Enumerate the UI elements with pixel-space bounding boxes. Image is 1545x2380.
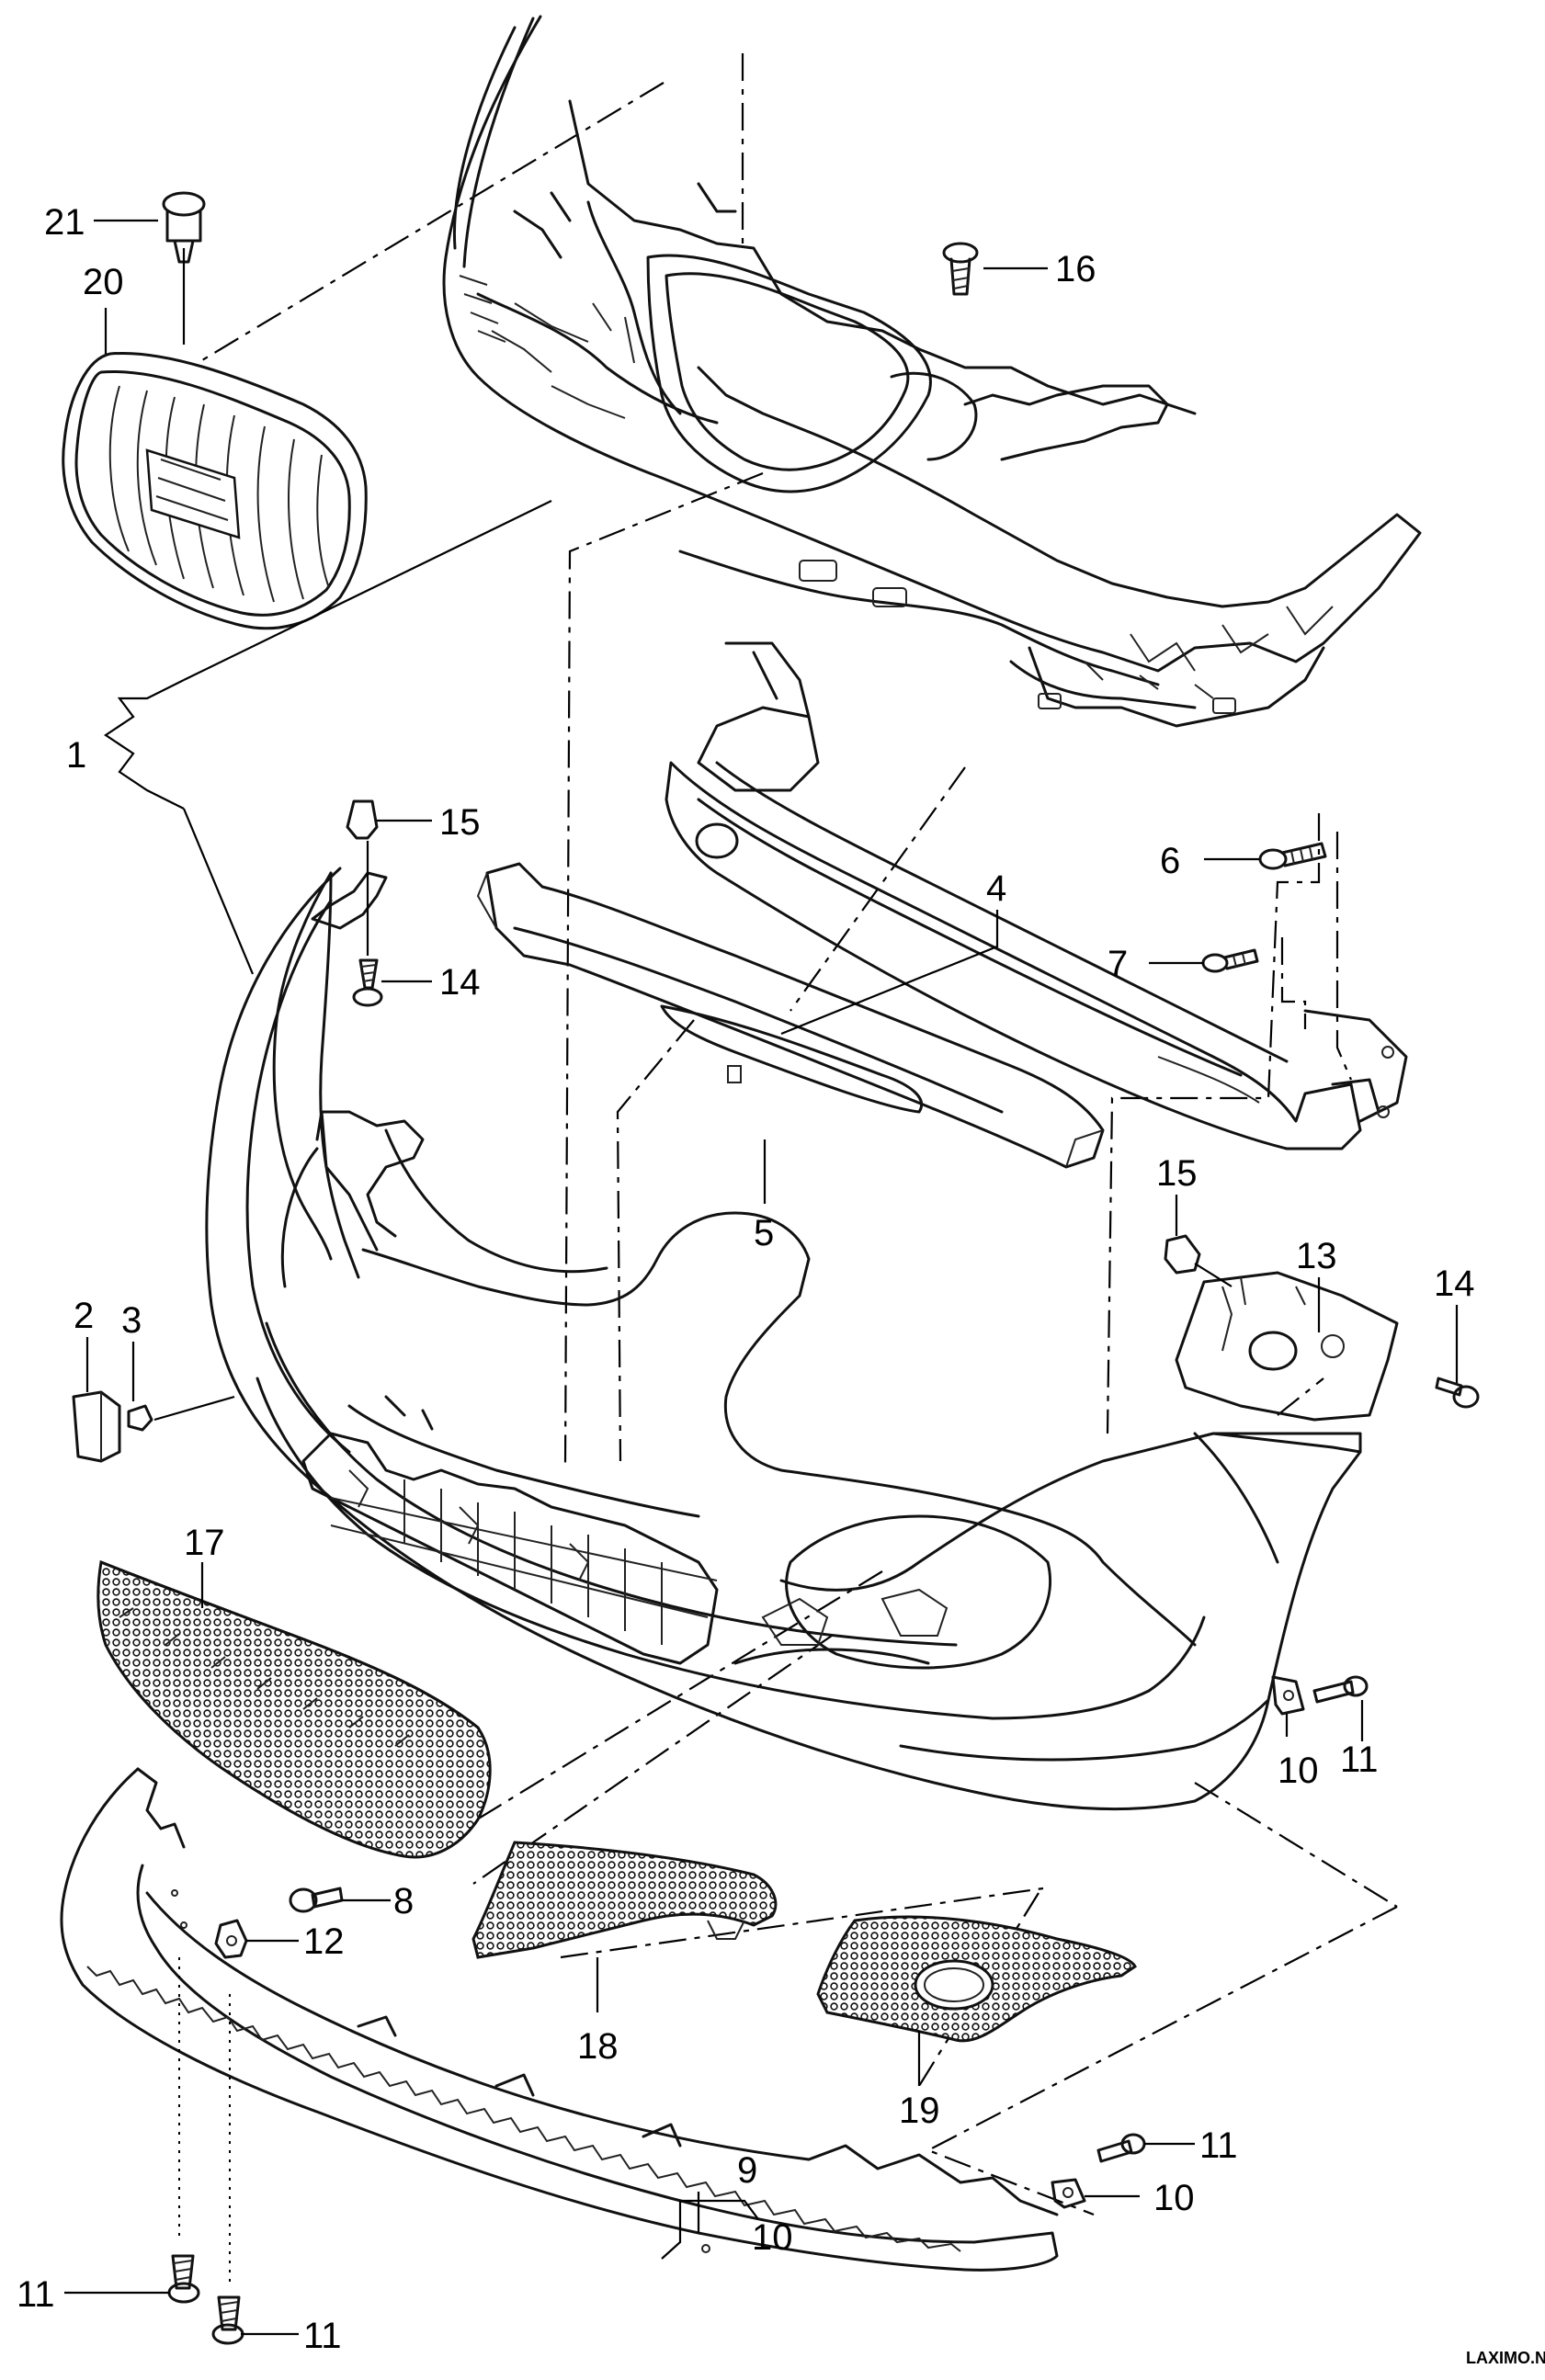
callout-10-lower-right: 10	[1153, 2178, 1195, 2218]
callout-1: 1	[66, 735, 86, 776]
callout-16: 16	[1055, 249, 1096, 289]
callout-10-right: 10	[1278, 1751, 1319, 1791]
callout-17: 17	[184, 1523, 225, 1563]
clip-12	[214, 1919, 248, 1959]
right-side-grille	[816, 1915, 1137, 2043]
screw-11-lower-left	[167, 2254, 200, 2304]
screw-14-right	[1435, 1377, 1480, 1409]
dotted-guides	[178, 1957, 231, 2288]
screw-11-lower-right	[1096, 2133, 1146, 2163]
callout-9: 9	[737, 2150, 757, 2191]
clip-15-right	[1164, 1234, 1201, 1275]
clip-15-upper	[346, 799, 379, 840]
screw-8	[289, 1887, 344, 1913]
nut-10-right	[1271, 1675, 1305, 1716]
radiator-grille	[62, 351, 368, 630]
callout-21: 21	[44, 202, 85, 243]
callout-15-upper: 15	[439, 802, 481, 843]
bolt-7	[1201, 948, 1259, 973]
callout-18: 18	[577, 2026, 619, 2067]
impact-beam	[665, 641, 1408, 1150]
tow-eye-cap	[72, 1390, 121, 1463]
screw-14-upper	[352, 958, 383, 1007]
upper-carrier	[442, 15, 1422, 728]
left-side-grille	[471, 1841, 778, 1959]
bracket-arm	[311, 871, 388, 930]
screw-11-right	[1312, 1675, 1369, 1704]
callout-4: 4	[986, 868, 1006, 909]
screw-16	[942, 242, 979, 296]
callout-11-lower-right: 11	[1199, 2125, 1238, 2166]
clip-3	[127, 1404, 153, 1432]
callout-8: 8	[393, 1881, 414, 1921]
bumper-cover	[205, 867, 1362, 1811]
lower-spoiler	[60, 1767, 1059, 2272]
callout-20: 20	[83, 262, 124, 302]
assembly-lines	[197, 53, 1398, 2216]
leader-lines	[64, 219, 1459, 2336]
callout-7: 7	[1108, 944, 1128, 984]
callout-5: 5	[754, 1213, 774, 1253]
bumper-center-openings	[301, 1432, 949, 1665]
callout-2: 2	[74, 1296, 94, 1336]
absorber	[476, 862, 1105, 1169]
callout-15-right: 15	[1156, 1153, 1198, 1194]
callout-11-lower-left: 11	[17, 2274, 55, 2315]
callout-3: 3	[121, 1300, 142, 1341]
screw-11-bottom	[211, 2295, 244, 2345]
callout-10-spoiler: 10	[752, 2217, 793, 2258]
callout-19: 19	[899, 2091, 940, 2131]
callout-13: 13	[1296, 1236, 1337, 1276]
callout-labels: 21 20 16 1 15 14 4 6 7 5 15 13 14 2 3 17…	[17, 202, 1475, 2356]
callout-6: 6	[1160, 841, 1180, 881]
callout-14-right: 14	[1434, 1264, 1475, 1304]
side-bracket-13	[1175, 1271, 1399, 1422]
center-mesh-grille	[97, 1559, 492, 1859]
bolt-6	[1258, 842, 1327, 870]
callout-11-right: 11	[1340, 1740, 1379, 1780]
callout-12: 12	[303, 1921, 345, 1962]
callout-14-upper: 14	[439, 962, 481, 1003]
watermark: LAXIMO.NET	[1466, 2349, 1545, 2367]
nut-10-lower-right	[1051, 2178, 1086, 2209]
callout-11-bottom: 11	[303, 2316, 342, 2356]
